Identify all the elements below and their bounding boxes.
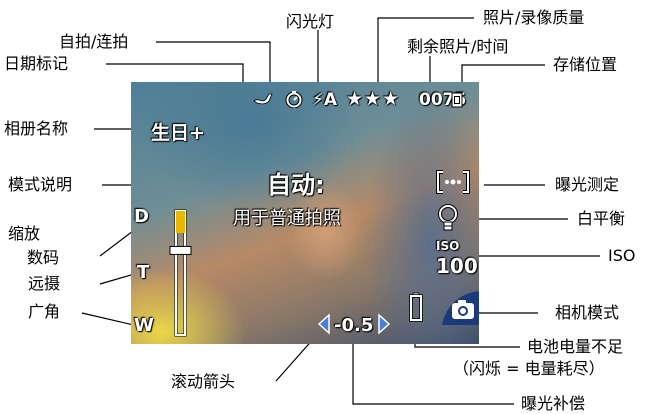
zoom-telephoto-label: T <box>137 262 150 283</box>
callout-battery-note: （闪烁 = 电量耗尽） <box>453 359 605 378</box>
callout-exposure-metering: 曝光测定 <box>555 175 620 194</box>
callout-telephoto: 远摄 <box>28 274 61 293</box>
self-timer-icon <box>284 90 304 108</box>
mode-description: 用于普通拍照 <box>233 208 341 229</box>
camera-mode-icon <box>442 291 479 325</box>
callout-flash: 闪光灯 <box>286 12 335 31</box>
callout-remaining: 剩余照片/时间 <box>407 37 509 56</box>
callout-date-stamp: 日期标记 <box>4 54 69 73</box>
exposure-compensation-value: -0.5 <box>334 315 374 336</box>
low-battery-icon <box>409 292 423 322</box>
callout-storage: 存储位置 <box>553 55 618 74</box>
zoom-level-slider <box>169 245 192 255</box>
storage-location-icon <box>451 92 463 108</box>
flash-mode-icon: ⚡A <box>312 90 338 110</box>
scroll-right-arrow-icon[interactable] <box>377 313 391 335</box>
callout-camera-mode: 相机模式 <box>555 303 620 322</box>
callout-wide: 广角 <box>28 302 61 321</box>
callout-scroll-arrows: 滚动箭头 <box>171 372 236 391</box>
iso-label: ISO <box>436 239 460 253</box>
callout-album-name: 相册名称 <box>4 119 69 138</box>
callout-white-balance: 白平衡 <box>577 209 626 228</box>
album-name: 生日+ <box>151 122 205 144</box>
callout-self-timer-burst: 自拍/连拍 <box>59 32 129 51</box>
callout-mode-desc: 模式说明 <box>8 175 73 194</box>
iso-value: 100 <box>436 254 478 278</box>
mode-name: 自动: <box>267 171 325 199</box>
scroll-left-arrow-icon[interactable] <box>317 313 331 335</box>
quality-stars: ★★★ <box>346 88 401 110</box>
callout-exposure-compensation: 曝光补偿 <box>521 394 586 413</box>
date-stamp-icon <box>252 90 274 106</box>
callout-battery-low: 电池电量不足 <box>527 337 624 356</box>
exposure-meter-icon <box>435 170 471 194</box>
zoom-digital-label: D <box>134 206 149 227</box>
callout-digital: 数码 <box>27 248 60 267</box>
zoom-wide-label: W <box>134 315 154 336</box>
callout-iso: ISO <box>608 246 636 265</box>
camera-lcd-screen: ⚡A ★★★ 0075 生日+ 自动: 用于普通拍照 <box>131 82 479 344</box>
zoom-indicator-bar <box>169 209 193 337</box>
callout-quality: 照片/录像质量 <box>483 8 585 27</box>
white-balance-icon <box>437 204 459 234</box>
callout-zoom: 缩放 <box>8 224 41 243</box>
